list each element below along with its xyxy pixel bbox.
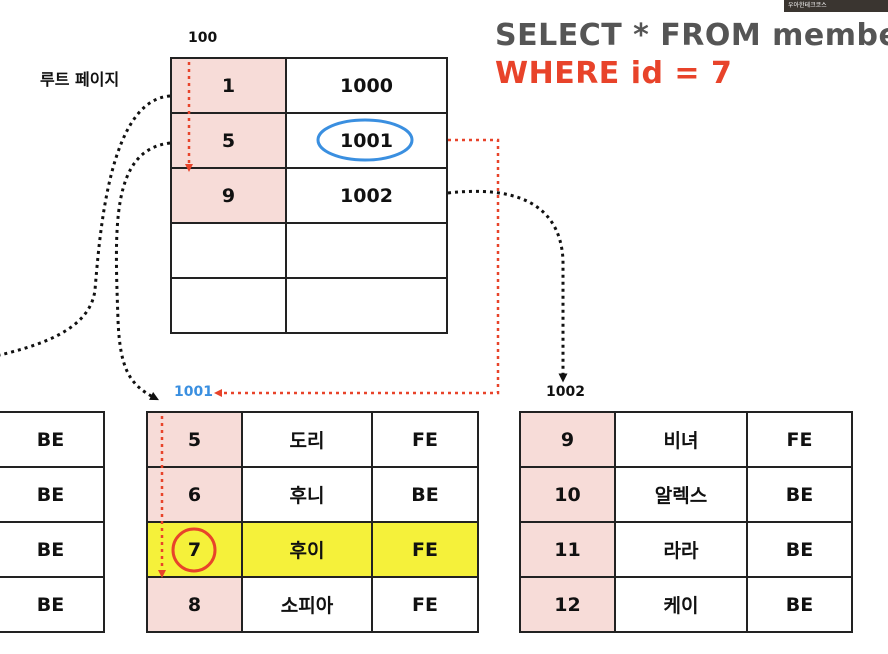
id-cell: 12 xyxy=(519,576,616,633)
root-key-cell: 9 xyxy=(170,167,287,224)
root-key-cell xyxy=(170,222,287,279)
name-cell: 알렉스 xyxy=(614,466,748,523)
highlighted-table-row: 7 후이 FE xyxy=(146,521,479,578)
name-cell: 소피아 xyxy=(241,576,373,633)
root-row-empty xyxy=(170,277,448,334)
team-cell: BE xyxy=(0,576,105,633)
leaf-1002-page-id-label: 1002 xyxy=(546,384,585,400)
team-cell: BE xyxy=(746,576,853,633)
root-key-cell: 5 xyxy=(170,112,287,169)
table-row: 9 비녀 FE xyxy=(519,411,853,468)
name-cell: 도리 xyxy=(241,411,373,468)
table-row: 8 소피아 FE xyxy=(146,576,479,633)
id-cell: 7 xyxy=(146,521,243,578)
root-pointer-cell: 1000 xyxy=(285,57,448,114)
table-row: BE xyxy=(0,411,105,468)
root-row: 9 1002 xyxy=(170,167,448,224)
team-cell: BE xyxy=(746,521,853,578)
table-row: BE xyxy=(0,521,105,578)
sql-where-line: WHERE id = 7 xyxy=(495,56,733,91)
id-cell: 10 xyxy=(519,466,616,523)
team-cell: BE xyxy=(0,411,105,468)
team-cell: FE xyxy=(371,576,479,633)
team-cell: BE xyxy=(0,466,105,523)
table-row: 5 도리 FE xyxy=(146,411,479,468)
name-cell: 비녀 xyxy=(614,411,748,468)
leaf-left-table: BE BE BE BE xyxy=(0,411,105,633)
root-pointer-cell xyxy=(285,277,448,334)
root-page-title: 루트 페이지 xyxy=(40,70,120,89)
root-pointer-cell: 1001 xyxy=(285,112,448,169)
team-cell: FE xyxy=(371,411,479,468)
id-cell: 8 xyxy=(146,576,243,633)
id-cell: 5 xyxy=(146,411,243,468)
table-row: 6 후니 BE xyxy=(146,466,479,523)
id-cell: 9 xyxy=(519,411,616,468)
root-row: 5 1001 xyxy=(170,112,448,169)
watermark-badge: 우아한테크코스 xyxy=(784,0,888,12)
root-page-table: 1 1000 5 1001 9 1002 xyxy=(170,57,448,334)
root-pointer-cell: 1002 xyxy=(285,167,448,224)
table-row: BE xyxy=(0,576,105,633)
root-pointer-cell xyxy=(285,222,448,279)
name-cell: 라라 xyxy=(614,521,748,578)
table-row: 10 알렉스 BE xyxy=(519,466,853,523)
id-cell: 11 xyxy=(519,521,616,578)
leaf-1001-table: 5 도리 FE 6 후니 BE 7 후이 FE 8 소피아 FE xyxy=(146,411,479,633)
root-key-cell xyxy=(170,277,287,334)
team-cell: BE xyxy=(746,466,853,523)
root-row: 1 1000 xyxy=(170,57,448,114)
root-key-cell: 1 xyxy=(170,57,287,114)
leaf-1002-table: 9 비녀 FE 10 알렉스 BE 11 라라 BE 12 케이 BE xyxy=(519,411,853,633)
pointer-1002-arrow xyxy=(447,189,568,383)
team-cell: FE xyxy=(371,521,479,578)
root-page-id-label: 100 xyxy=(188,30,218,46)
sql-select-line: SELECT * FROM member xyxy=(495,18,888,53)
leaf-1001-page-id-label: 1001 xyxy=(174,384,213,400)
pointer-5-arrow xyxy=(114,141,171,401)
team-cell: BE xyxy=(0,521,105,578)
team-cell: BE xyxy=(371,466,479,523)
table-row: 11 라라 BE xyxy=(519,521,853,578)
table-row: BE xyxy=(0,466,105,523)
name-cell: 후이 xyxy=(241,521,373,578)
name-cell: 후니 xyxy=(241,466,373,523)
team-cell: FE xyxy=(746,411,853,468)
root-row-empty xyxy=(170,222,448,279)
id-cell: 6 xyxy=(146,466,243,523)
name-cell: 케이 xyxy=(614,576,748,633)
table-row: 12 케이 BE xyxy=(519,576,853,633)
pointer-1-arrow xyxy=(0,94,171,357)
